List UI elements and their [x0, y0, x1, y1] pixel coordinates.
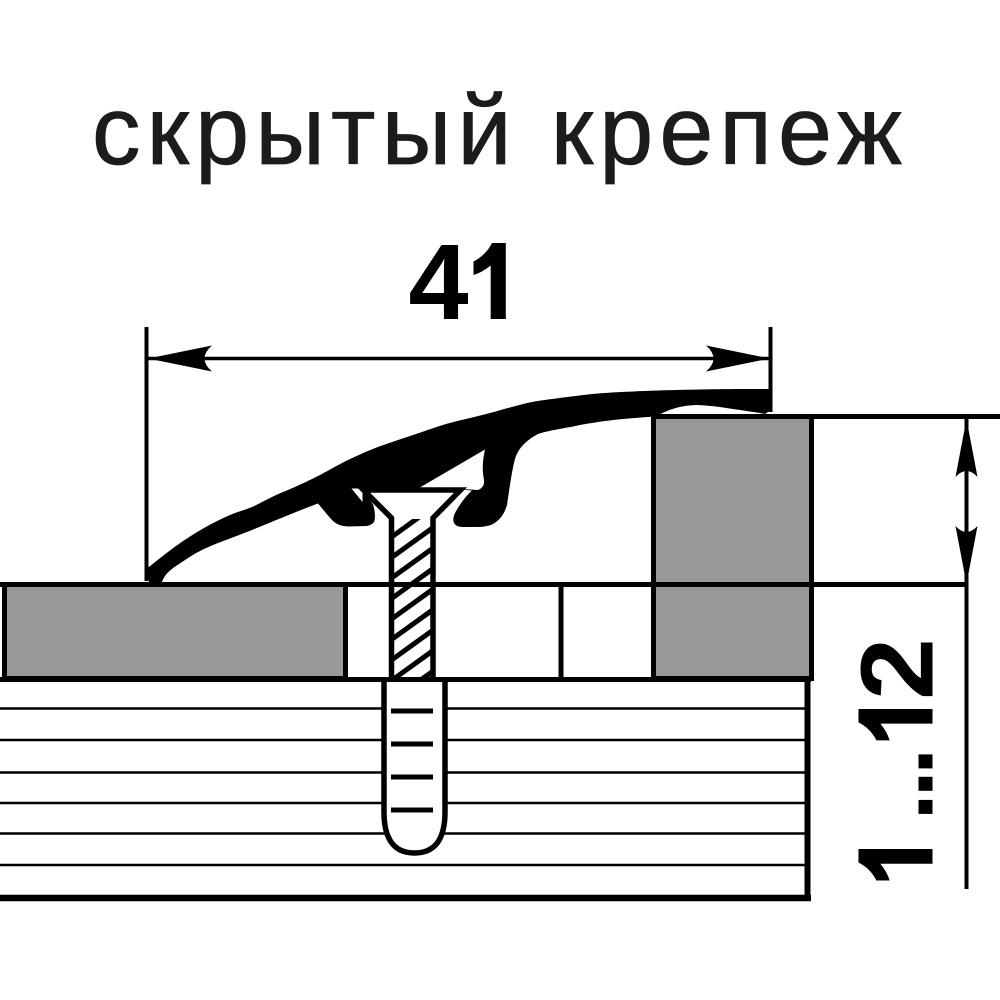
svg-text:2: 2 [840, 638, 955, 700]
svg-text:4: 4 [408, 221, 468, 342]
